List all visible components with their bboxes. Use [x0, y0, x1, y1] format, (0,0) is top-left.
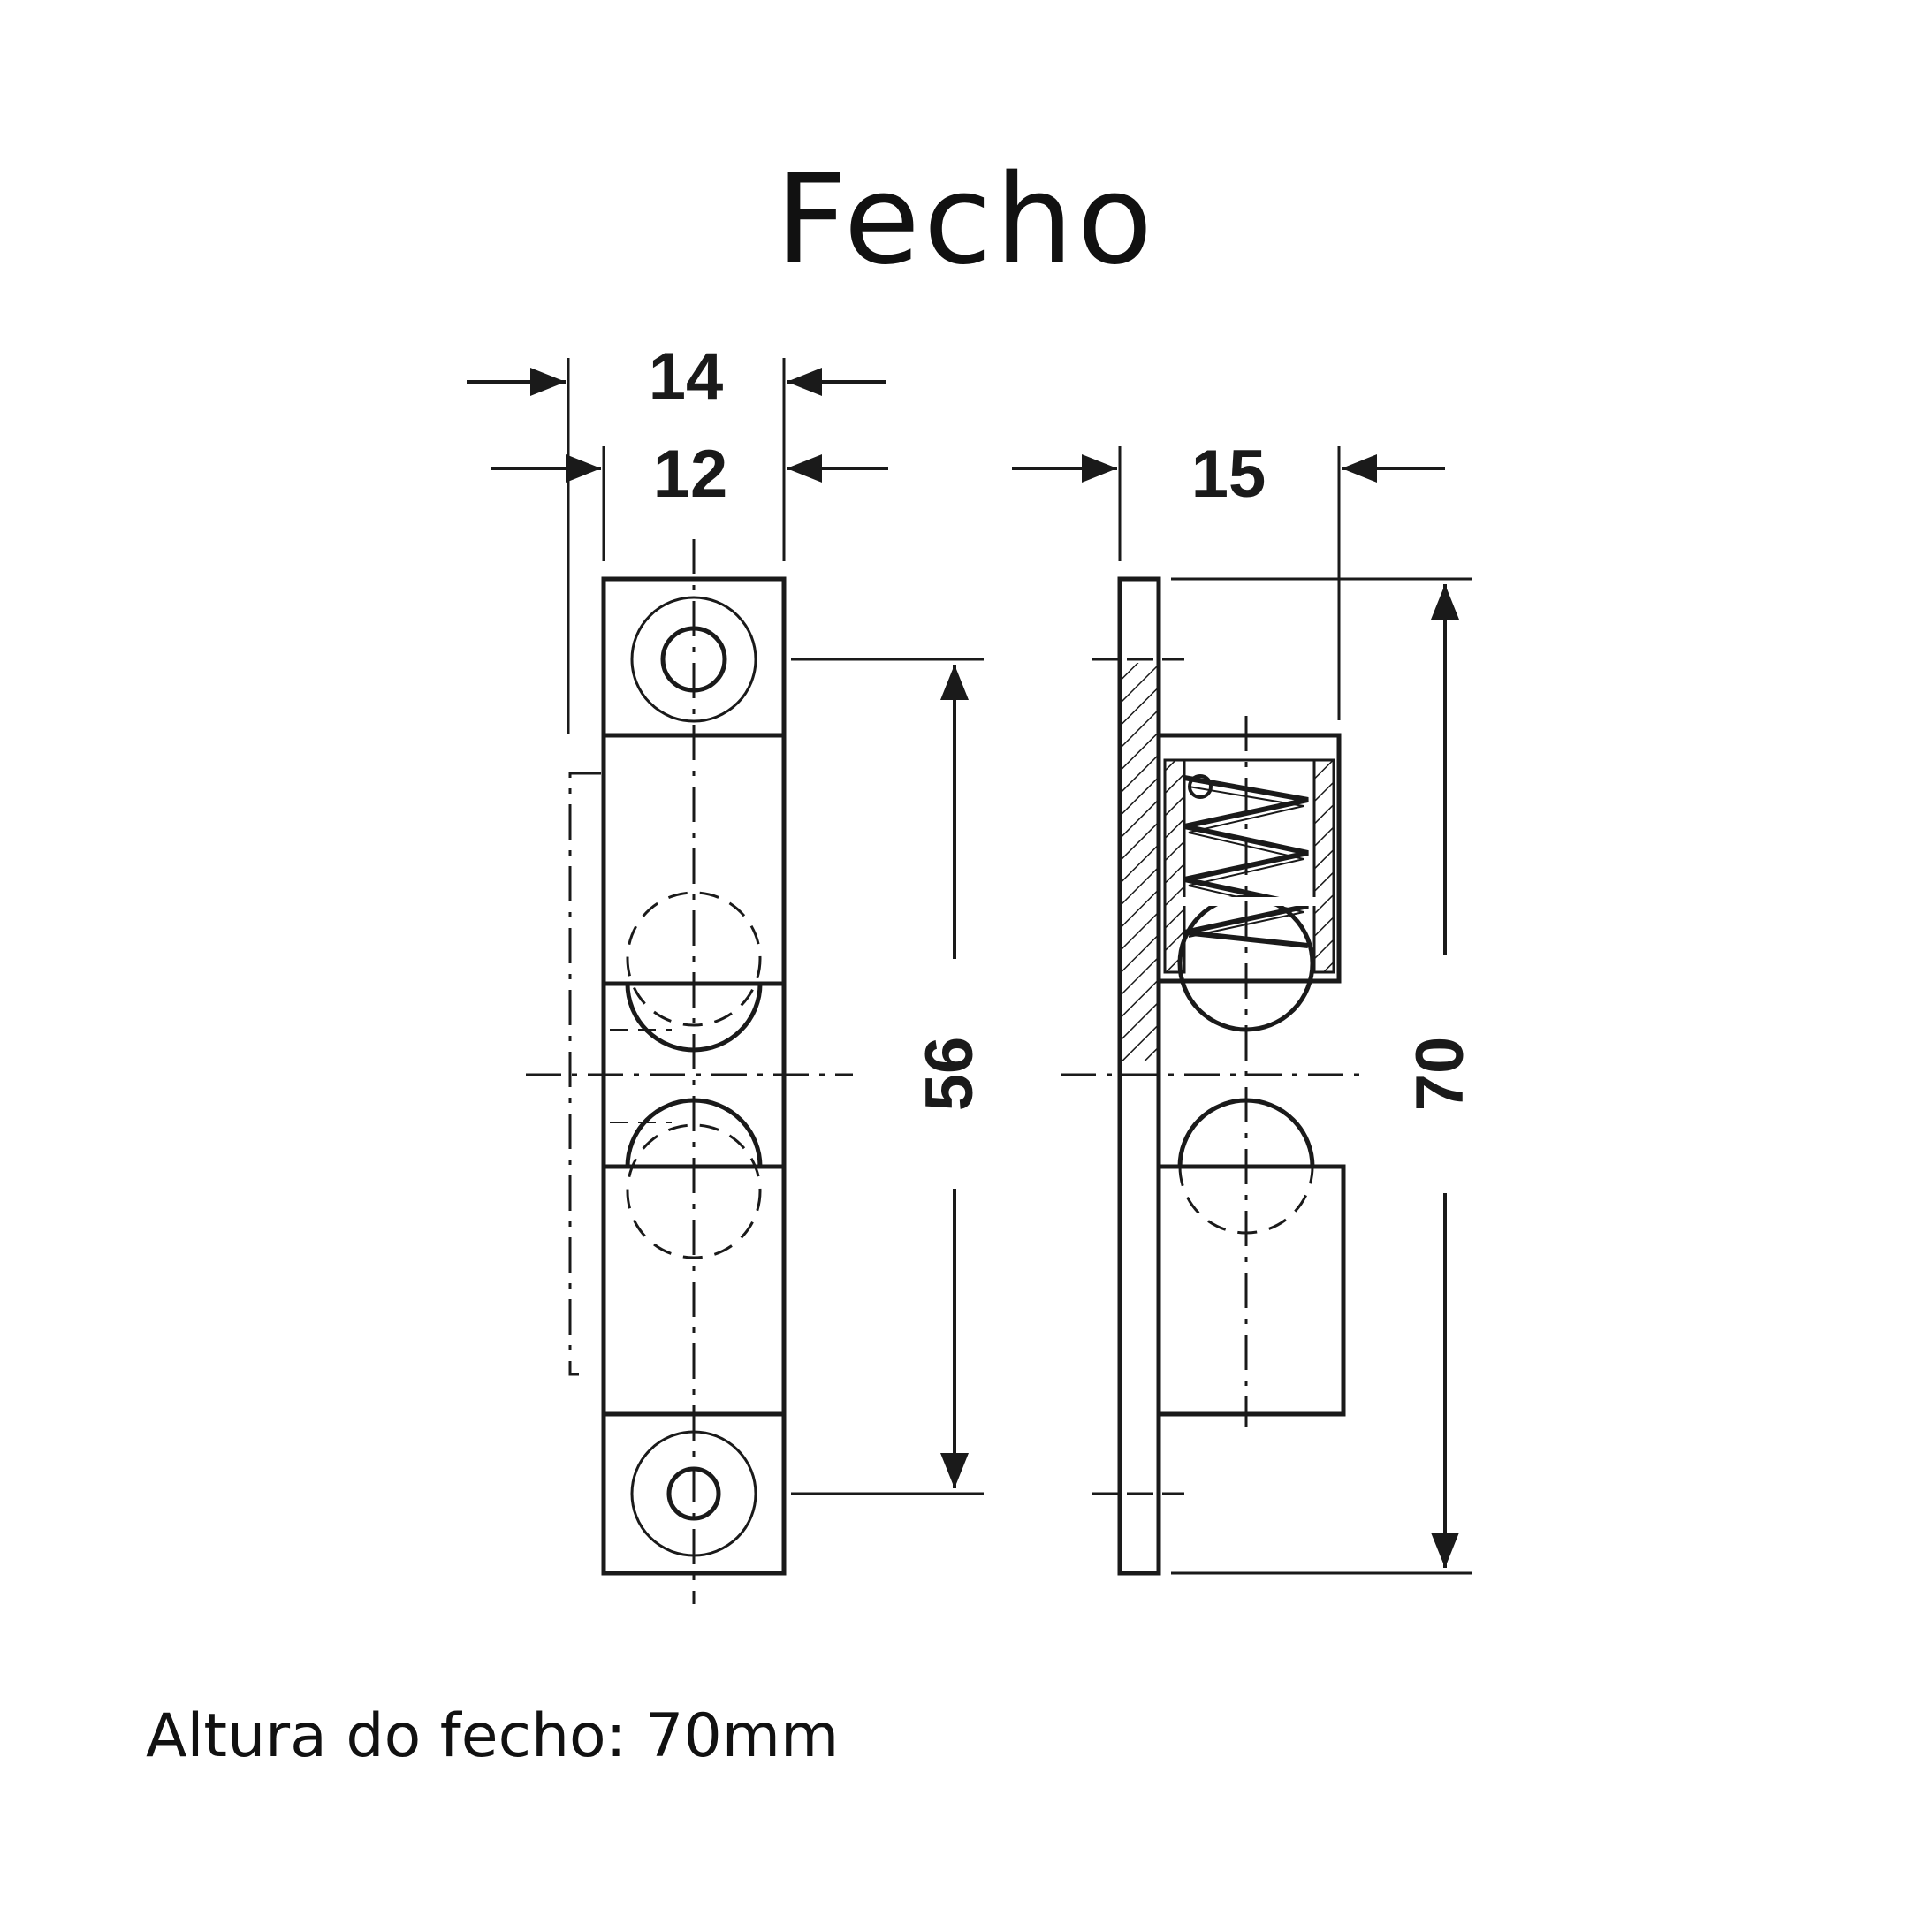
dim-15-label: 15: [1191, 437, 1266, 512]
page-title: Fecho: [775, 148, 1157, 293]
dim-70-label: 70: [1403, 1037, 1478, 1112]
side-view: [1012, 446, 1472, 1576]
caption: Altura do fecho: 70mm: [146, 1701, 840, 1771]
side-housing-profile: [1159, 733, 1342, 984]
front-view: [467, 358, 984, 1604]
phantom-outline: [568, 772, 601, 1376]
side-base-plate: [1117, 576, 1161, 1576]
dim-12-label: 12: [653, 437, 728, 512]
side-hatched-section: [1122, 663, 1159, 1061]
dim-14-label: 14: [649, 339, 724, 415]
dim-56-label: 56: [912, 1037, 987, 1112]
